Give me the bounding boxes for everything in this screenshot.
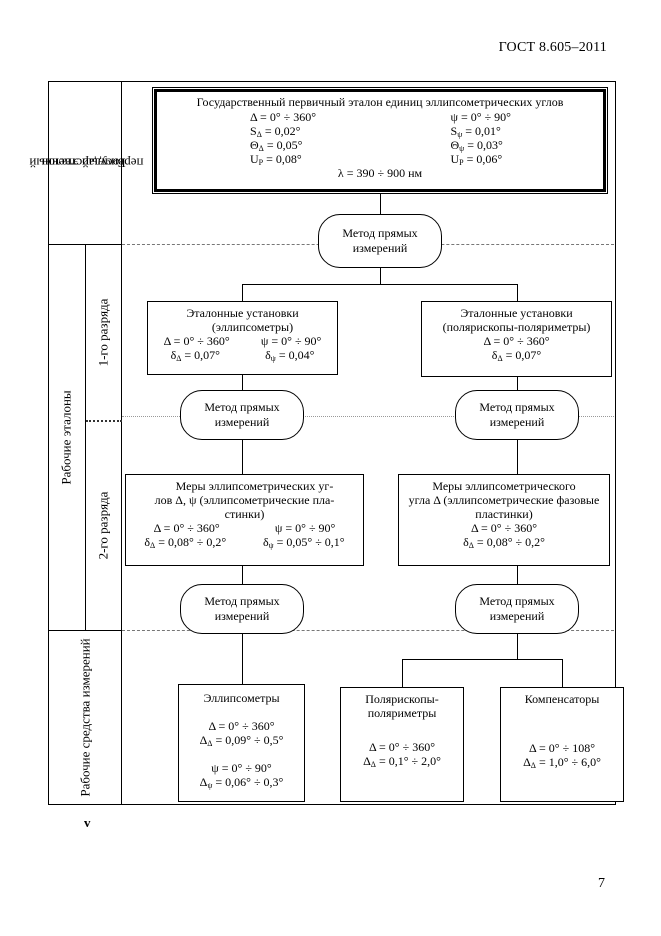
rank1-polarimeters-box: Эталонные установки (поляриско­пы-поляри… (421, 301, 612, 377)
connector-method-r2l (242, 440, 243, 474)
connector-to-rank1-right (517, 284, 518, 302)
connector-method-split (380, 268, 381, 284)
rank1-right-row2: δΔ = 0,07° (491, 348, 542, 363)
connector-r2l-method (242, 566, 243, 584)
scheme-frame (48, 81, 616, 805)
rank2-right-row2: δΔ = 0,08° ÷ 0,2° (463, 535, 545, 550)
rank2-plates-box: Меры эллипсометрических уг- лов Δ, ψ (эл… (125, 474, 364, 566)
rank2-left-line-3: стинки) (224, 507, 265, 521)
rank1-ellipsometers-box: Эталонные установки (эллипсометры) Δ = 0… (147, 301, 338, 375)
instr-ellips-title: Эллипсометры (203, 691, 280, 705)
primary-param-lambda: λ = 390 ÷ 900 нм (337, 166, 423, 180)
primary-standard-params: Δ = 0° ÷ 360° ψ = 0° ÷ 90° SΔ = 0,02° Sψ… (157, 110, 603, 167)
document-header: ГОСТ 8.605–2011 (498, 40, 607, 55)
primary-param-theta-delta: ΘΔ = 0,05° (250, 138, 303, 153)
connector-r2r-method (517, 566, 518, 584)
connector-primary-method (380, 194, 381, 214)
primary-standard-box: Государственный первичный эталон единиц … (152, 87, 608, 194)
primary-param-theta-psi: Θψ = 0,03° (450, 138, 503, 153)
primary-param-s-delta: SΔ = 0,02° (250, 124, 301, 139)
connector-method-split2 (517, 634, 518, 659)
connector-r1l-method (242, 374, 243, 390)
instr-comp-title: Компенсаторы (524, 692, 600, 706)
rank1-right-row1: Δ = 0° ÷ 360° (483, 334, 550, 348)
page-number: 7 (598, 876, 605, 891)
rank2-left-line-1: Меры эллипсометрических уг- (175, 479, 334, 493)
instrument-ellipsometers-box: Эллипсометры Δ = 0° ÷ 360° ΔΔ = 0,09° ÷ … (178, 684, 305, 802)
connector-to-rank1-left (242, 284, 243, 302)
footnote-mark: v (84, 815, 91, 830)
section-dot-rank (86, 420, 122, 422)
rank1-right-line-2: (поляриско­пы-поляриметры) (442, 320, 591, 334)
instr-ellips-p2: Δψ = 0,06° ÷ 0,3° (199, 775, 284, 790)
instr-polar-title-2: поляриметры (367, 706, 437, 720)
rank2-right-line-3: пластинки) (475, 507, 533, 521)
rank2-right-line-1: Меры эллипсометрического (432, 479, 576, 493)
connector-split-bar (242, 284, 517, 285)
rank2-right-row1: Δ = 0° ÷ 360° (470, 521, 537, 535)
rank2-left-row1: Δ = 0° ÷ 360°ψ = 0° ÷ 90° (153, 521, 336, 535)
rank2-left-line-2: лов Δ, ψ (эллипсометрические пла- (154, 493, 335, 507)
rank1-left-row1: Δ = 0° ÷ 360°ψ = 0° ÷ 90° (163, 334, 322, 348)
rank1-left-line-1: Эталонные установки (186, 306, 299, 320)
instrument-polarimeters-box: Полярископы- поляриметры Δ = 0° ÷ 360° Δ… (340, 687, 464, 802)
instr-polar-d1: Δ = 0° ÷ 360° (368, 740, 435, 754)
primary-param-delta: Δ = 0° ÷ 360° (250, 110, 317, 124)
instr-ellips-d2: ΔΔ = 0,09° ÷ 0,5° (199, 733, 284, 748)
rank2-phase-plates-box: Меры эллипсометрического угла Δ (эллипсо… (398, 474, 610, 566)
instrument-compensators-box: Компенсаторы Δ = 0° ÷ 108° ΔΔ = 1,0° ÷ 6… (500, 687, 624, 802)
primary-param-s-psi: Sψ = 0,01° (450, 124, 501, 139)
rank2-right-line-2: угла Δ (эллипсометрические фазовые (408, 493, 600, 507)
rank1-right-line-1: Эталонные установки (460, 306, 573, 320)
rank1-left-row2: δΔ = 0,07° δψ = 0,04° (170, 348, 315, 363)
label-working-standards: Рабочие эталоны (59, 389, 74, 485)
primary-param-u-right: UP = 0,06° (450, 152, 503, 167)
section-line-working (48, 630, 122, 631)
instr-ellips-d1: Δ = 0° ÷ 360° (208, 719, 275, 733)
section-dash-rank (122, 416, 614, 417)
rank1-left-line-2: (эллипсометры) (211, 320, 294, 334)
connector-method-r2r (517, 440, 518, 474)
label-working-instruments: Рабочие средства измерений (77, 637, 93, 797)
instr-polar-d2: ΔΔ = 0,1° ÷ 2,0° (363, 754, 441, 769)
instr-comp-d2: ΔΔ = 1,0° ÷ 6,0° (523, 755, 601, 770)
label-rank-2: 2-го разряда (95, 491, 111, 559)
primary-standard-title: Государственный первичный эталон единиц … (196, 95, 564, 109)
instr-ellips-p1: ψ = 0° ÷ 90° (211, 761, 272, 775)
instr-polar-title-1: Полярископы- (365, 692, 439, 706)
connector-r1r-method (517, 377, 518, 390)
label-column-divider (121, 81, 122, 805)
connector-to-comp (562, 659, 563, 687)
section-dash-working (122, 630, 614, 631)
label-rank-1: 1-го разряда (95, 298, 111, 366)
connector-split2-bar (402, 659, 563, 660)
primary-param-psi: ψ = 0° ÷ 90° (450, 110, 511, 124)
instr-comp-d1: Δ = 0° ÷ 108° (528, 741, 595, 755)
rank2-left-row2: δΔ = 0,08° ÷ 0,2° δψ = 0,05° ÷ 0,1° (144, 535, 345, 550)
connector-to-polar (402, 659, 403, 687)
rank-column-divider (85, 244, 86, 630)
connector-method-ellips (242, 634, 243, 684)
primary-param-u-left: UP = 0,08° (250, 152, 302, 167)
